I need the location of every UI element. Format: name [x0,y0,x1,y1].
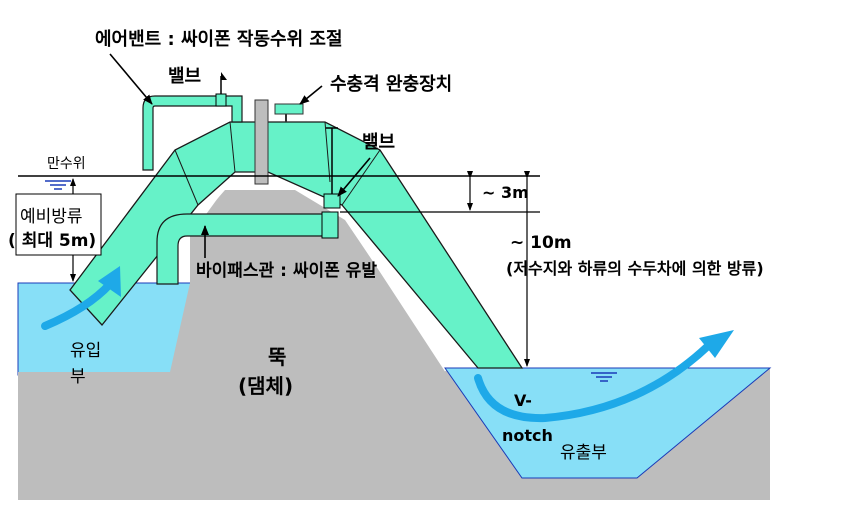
top-valve-label: 밸브 [168,66,201,87]
depth-3m-label: ~ 3m [482,183,529,202]
top-valve-tip [221,72,227,80]
pipe-joint-3 [324,121,331,183]
outlet-flow-arrowhead [699,330,734,358]
central-shock-post [254,99,269,185]
spillway-box [15,193,102,256]
pipe-joint-2 [229,121,236,173]
dam-label-bg [232,340,328,402]
pipe-joint-1 [174,149,199,206]
full-water-level-label: 만수위 [47,156,86,172]
spillway-max-label: ( 최대 5m) [8,231,96,251]
pipe-joint-4 [341,149,381,206]
dam-label-2: (댐체) [238,374,293,398]
depth-10m-label: ~ 10m [510,233,572,253]
shock-absorber-device [274,103,304,115]
bypass-label: 바이패스관 : 싸이폰 유발 [196,261,377,281]
dam-label-1: 뚝 [268,345,286,369]
head-note-label: (저수지와 하류의 수두차에 의한 방류) [506,259,764,278]
outlet-flow-arrow [474,342,712,423]
inlet-flow-arrowhead [98,266,121,297]
outlet-basin-water [444,367,772,479]
inlet-label-2: 부 [70,367,86,387]
top-valve-body [215,93,227,107]
vnotch-label-2: notch [502,426,553,445]
air-vent-label: 에어밴트 : 싸이폰 작동수위 조절 [95,29,343,50]
water-symbol-outlet [591,372,617,382]
inlet-label-1: 유입 [70,341,101,361]
spillway-label: 예비방류 [20,207,83,227]
bypass-valve [321,211,339,239]
water-symbol-inlet [45,180,71,190]
vnotch-label-1: V- [514,391,532,410]
right-valve-leader [337,157,371,197]
dam-body [18,190,770,500]
right-valve-label: 밸브 [362,132,395,153]
shock-leader [299,85,323,105]
inlet-flow-arrow [41,280,114,330]
outlet-label: 유출부 [560,443,607,463]
shock-absorber-label: 수충격 완충장치 [330,74,452,95]
air-vent-leader [109,53,153,105]
right-valve-body [323,193,341,209]
